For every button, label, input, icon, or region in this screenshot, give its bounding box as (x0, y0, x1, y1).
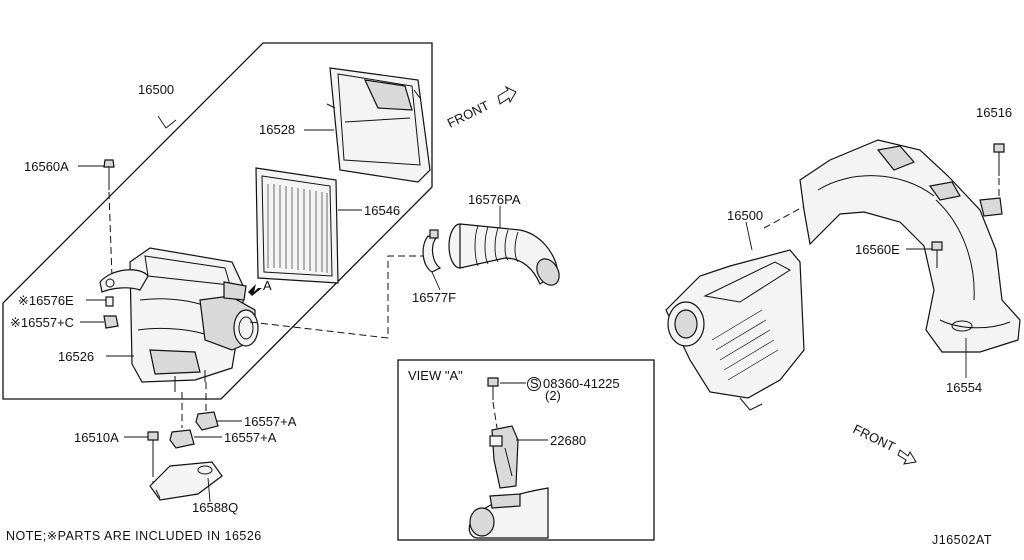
clamp-16577F (422, 229, 442, 273)
label-16510A: 16510A (74, 430, 119, 445)
label-16577F: 16577F (412, 290, 456, 305)
air-cleaner-assembled (665, 249, 805, 411)
grommet-16557A (169, 382, 219, 449)
bracket-16588Q (149, 461, 223, 501)
label-bolt-spec: 08360-41225 (543, 376, 620, 391)
air-filter-element (255, 167, 339, 284)
label-16554: 16554 (946, 380, 982, 395)
view-a-arrow (248, 284, 262, 296)
view-a-frame (397, 359, 655, 541)
label-16526: 16526 (58, 349, 94, 364)
air-cleaner-lower-body (129, 247, 259, 392)
label-22680: 22680 (550, 433, 586, 448)
label-16528: 16528 (259, 122, 295, 137)
label-16576E: ※16576E (18, 293, 74, 308)
label-front-top: FRONT (445, 98, 492, 131)
label-16560A: 16560A (24, 159, 69, 174)
bolt-16516 (993, 143, 1005, 196)
front-arrow-top (497, 85, 517, 105)
bolt-08360 (487, 377, 499, 429)
duct-connector-line (249, 255, 432, 339)
label-bolt-qty: (2) (545, 388, 561, 403)
label-16500-left: 16500 (138, 82, 174, 97)
bolt-16560A (99, 159, 149, 293)
label-16500-right: 16500 (727, 208, 763, 223)
bolt-16510A (147, 431, 159, 484)
footer-note: NOTE;※PARTS ARE INCLUDED IN 16526 (6, 529, 262, 543)
diagram-code: J16502AT (932, 533, 992, 547)
label-16516: 16516 (976, 105, 1012, 120)
label-front-bottom: FRONT (851, 421, 898, 454)
intake-duct-16576PA (448, 223, 560, 286)
bolt-16560E (931, 241, 943, 268)
label-16560E: 16560E (855, 242, 900, 257)
label-16546: 16546 (364, 203, 400, 218)
label-16588Q: 16588Q (192, 500, 238, 515)
label-bolt-symbol: S (530, 376, 539, 391)
label-arrow-a: A (263, 278, 272, 293)
label-16557A-1: 16557+A (244, 414, 297, 429)
grommet-16557C (103, 315, 119, 329)
assembly-frame (2, 42, 433, 400)
air-cleaner-upper-cover (326, 67, 431, 183)
bolt-spec-circle-symbol (527, 377, 541, 391)
leader-lines (78, 115, 967, 503)
label-view-a: VIEW "A" (408, 368, 463, 383)
air-duct-16554 (799, 139, 1021, 353)
mass-air-flow-sensor-22680 (489, 425, 519, 489)
clip-16576E (105, 296, 114, 307)
label-16576PA: 16576PA (468, 192, 521, 207)
view-a-duct-section (468, 487, 549, 539)
label-16557A-2: 16557+A (224, 430, 277, 445)
label-16557C: ※16557+C (10, 315, 74, 330)
front-arrow-bottom (897, 449, 917, 465)
